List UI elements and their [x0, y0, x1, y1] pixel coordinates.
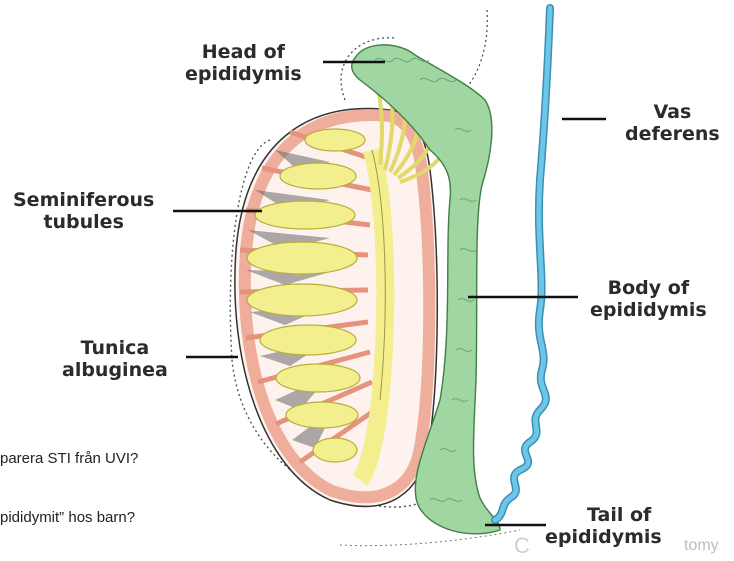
label-seminiferous-line1: Seminiferous [13, 189, 154, 211]
label-vas-deferens: Vas deferens [625, 101, 720, 145]
label-tunica-line2: albuginea [62, 359, 168, 381]
label-head-line2: epididymis [185, 63, 302, 85]
label-vas-line1: Vas [625, 101, 720, 123]
label-seminiferous-line2: tubules [13, 211, 154, 233]
watermark: C tomy [514, 533, 558, 559]
label-tunica-line1: Tunica [62, 337, 168, 359]
overlay-text-line1: parera STI från UVI? [0, 450, 138, 467]
label-body-of-epididymis: Body of epididymis [590, 277, 707, 321]
vas-deferens-fill [495, 8, 550, 520]
label-tail-line2: epididymis [545, 526, 662, 548]
label-body-line1: Body of [590, 277, 707, 299]
label-tail-line1: Tail of [545, 504, 662, 526]
watermark-text: tomy [684, 537, 719, 555]
label-head-line1: Head of [185, 41, 302, 63]
overlay-text-line2: pididymit” hos barn? [0, 509, 135, 526]
copyright-symbol: C [514, 533, 530, 559]
label-tail-of-epididymis: Tail of epididymis [545, 504, 662, 548]
label-body-line2: epididymis [590, 299, 707, 321]
label-head-of-epididymis: Head of epididymis [185, 41, 302, 85]
label-tunica-albuginea: Tunica albuginea [62, 337, 168, 381]
label-vas-line2: deferens [625, 123, 720, 145]
label-seminiferous-tubules: Seminiferous tubules [13, 189, 154, 233]
